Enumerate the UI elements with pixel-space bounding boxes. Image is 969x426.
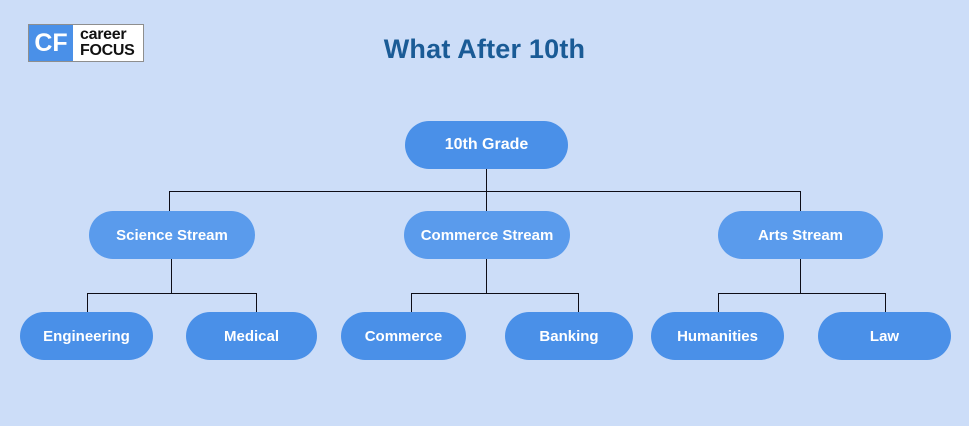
connector-drop-engineering: [87, 293, 88, 312]
logo-word-career: career: [80, 26, 127, 43]
connector-drop-commerce: [486, 191, 487, 211]
logo-word-focus: FOCUS: [80, 42, 135, 59]
node-law[interactable]: Law: [818, 312, 951, 360]
node-commerce-stream[interactable]: Commerce Stream: [404, 211, 570, 259]
node-commerce[interactable]: Commerce: [341, 312, 466, 360]
connector-commerce-bus: [411, 293, 579, 294]
node-engineering[interactable]: Engineering: [20, 312, 153, 360]
connector-arts-bus: [718, 293, 886, 294]
connector-drop-law: [885, 293, 886, 312]
node-arts-stream[interactable]: Arts Stream: [718, 211, 883, 259]
connector-science-stem: [171, 259, 172, 293]
page-title: What After 10th: [383, 34, 586, 64]
node-banking[interactable]: Banking: [505, 312, 633, 360]
logo-monogram: CF: [29, 25, 73, 61]
connector-drop-commerce-leaf: [411, 293, 412, 312]
connector-root-stem: [486, 169, 487, 191]
connector-drop-medical: [256, 293, 257, 312]
connector-commerce-stem: [486, 259, 487, 293]
connector-level1-bus: [169, 191, 801, 192]
connector-arts-stem: [800, 259, 801, 293]
connector-drop-science: [169, 191, 170, 211]
node-medical[interactable]: Medical: [186, 312, 317, 360]
node-10th-grade[interactable]: 10th Grade: [405, 121, 568, 169]
logo-wordmark: career FOCUS: [73, 25, 143, 61]
connector-drop-humanities: [718, 293, 719, 312]
node-humanities[interactable]: Humanities: [651, 312, 784, 360]
node-science-stream[interactable]: Science Stream: [89, 211, 255, 259]
career-focus-logo: CF career FOCUS: [28, 24, 144, 62]
connector-science-bus: [87, 293, 257, 294]
connector-drop-arts: [800, 191, 801, 211]
connector-drop-banking: [578, 293, 579, 312]
